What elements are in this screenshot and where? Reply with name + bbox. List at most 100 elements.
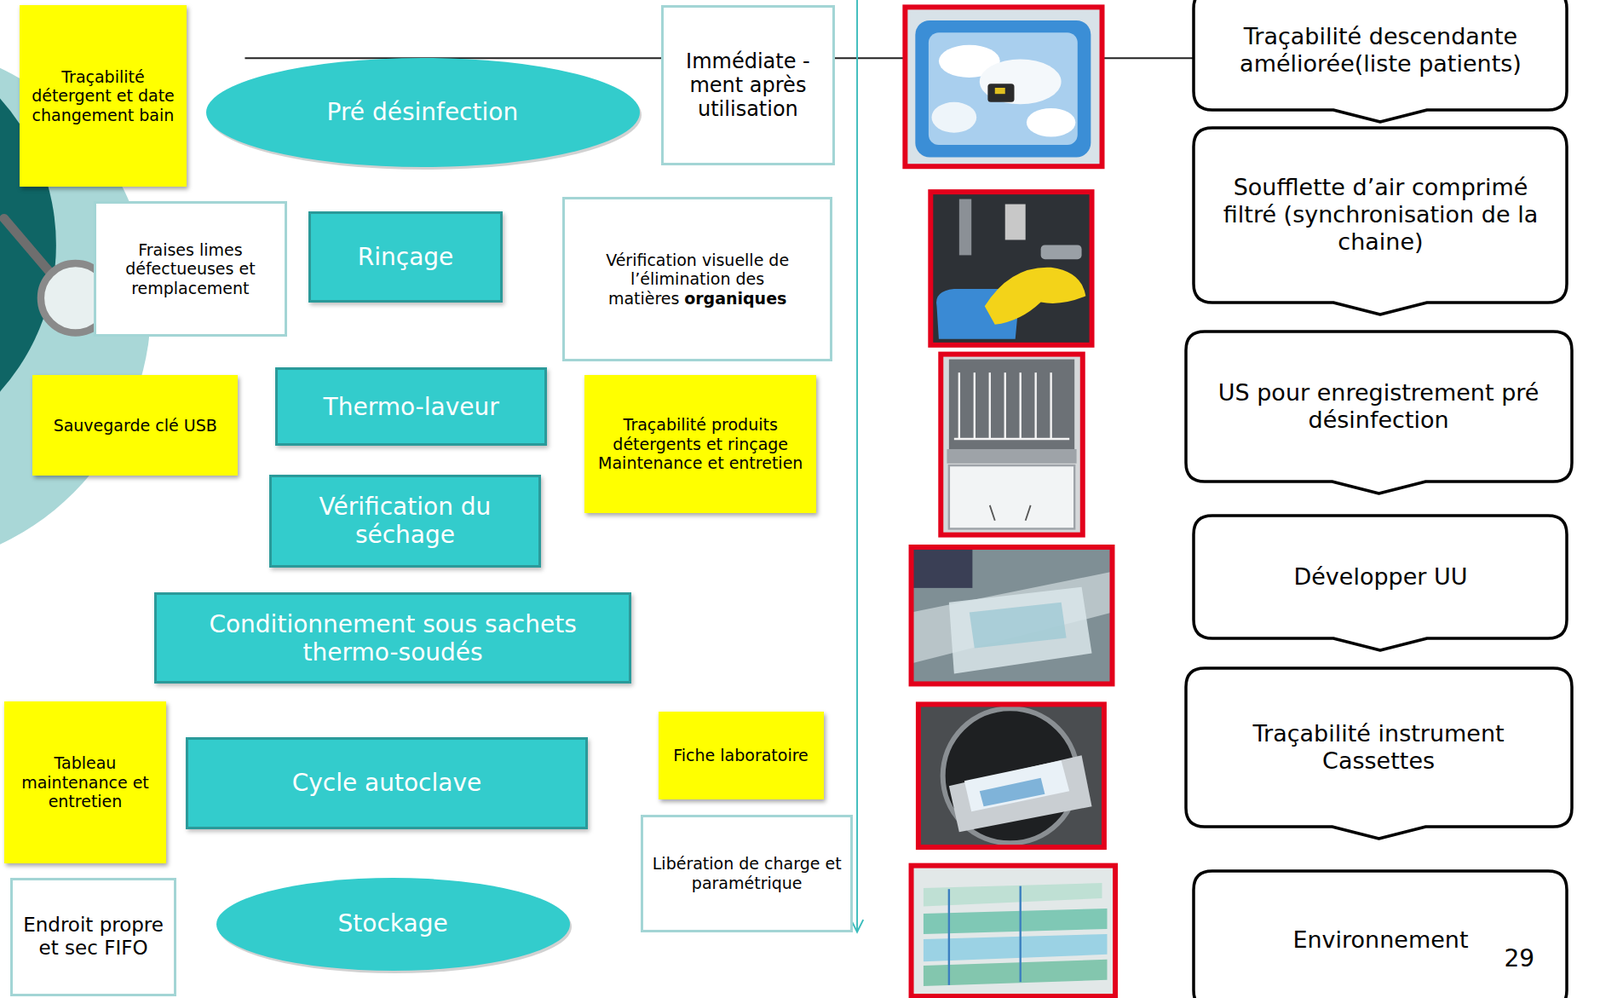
photo-autoclave bbox=[918, 703, 1105, 847]
photo-washer bbox=[1004, 372, 1007, 439]
photo-rinsing bbox=[930, 191, 1092, 346]
node-text: Tableau maintenance et entretien bbox=[12, 753, 158, 811]
node-text: Traçabilité détergent et date changement… bbox=[28, 67, 179, 125]
photo-predesinfection bbox=[928, 32, 1078, 145]
callout-box: Traçabilité instrument Cassettes bbox=[1185, 667, 1572, 827]
node-label: Stockage bbox=[338, 909, 449, 938]
info-box: Vérification visuelle de l’élimination d… bbox=[562, 196, 833, 362]
node-label: Fraises limes défectueuses et remplaceme… bbox=[125, 240, 255, 298]
callout-outline bbox=[1193, 0, 1567, 122]
node-label: Pré désinfection bbox=[327, 97, 519, 127]
info-box: Immédiate -ment après utilisation bbox=[661, 5, 835, 166]
node-sublabel: Maintenance et entretien bbox=[592, 453, 808, 472]
photo-washer bbox=[1034, 372, 1036, 439]
node-text: US pour enregistrement pré désinfection bbox=[1203, 379, 1554, 434]
node-label: Tableau maintenance et entretien bbox=[12, 753, 158, 811]
photo-rinsing bbox=[959, 199, 972, 256]
photo-storage bbox=[948, 888, 950, 985]
node-label: Immédiate -ment après utilisation bbox=[685, 49, 811, 122]
process-arrow bbox=[856, 0, 858, 931]
photo-storage bbox=[1019, 886, 1022, 983]
photo-predesinfection bbox=[932, 102, 978, 133]
node-label: Conditionnement sous sachets thermo-soud… bbox=[208, 610, 576, 667]
ellipse-fill bbox=[206, 57, 640, 167]
photo-packaging bbox=[911, 546, 1113, 684]
photo-washer bbox=[949, 465, 1075, 529]
photo-predesinfection bbox=[995, 87, 1006, 94]
node-label: Fiche laboratoire bbox=[667, 745, 816, 765]
photo-storage bbox=[911, 865, 1117, 996]
process-arrow bbox=[851, 0, 864, 933]
photo-autoclave bbox=[918, 703, 1105, 847]
photo-storage bbox=[911, 865, 1117, 996]
node-text: Stockage bbox=[251, 909, 536, 938]
photo-washer bbox=[1025, 505, 1031, 521]
photo-packaging bbox=[911, 546, 1113, 684]
photo-rinsing bbox=[1041, 244, 1083, 259]
photo-washer bbox=[973, 372, 976, 439]
callout-outline bbox=[1193, 515, 1567, 651]
photo-washer bbox=[940, 354, 1083, 536]
photo-washer bbox=[989, 372, 991, 439]
ellipse-fill bbox=[216, 877, 570, 971]
photo-predesinfection bbox=[987, 83, 1014, 103]
info-box: Endroit propre et sec FIFO bbox=[10, 877, 177, 996]
photo-autoclave bbox=[949, 754, 1093, 832]
node-text: Traçabilité descendante améliorée(liste … bbox=[1211, 23, 1549, 78]
node-label: US pour enregistrement pré désinfection bbox=[1218, 379, 1540, 433]
note-box: Fiche laboratoire bbox=[658, 711, 824, 800]
photo-washer bbox=[1019, 372, 1022, 439]
callout-box: Développer UU bbox=[1193, 515, 1567, 639]
callout-box: US pour enregistrement pré désinfection bbox=[1185, 331, 1572, 482]
magnifier-icon bbox=[4, 218, 52, 274]
note-box: Traçabilité détergent et date changement… bbox=[19, 5, 187, 187]
callout-outline bbox=[1193, 127, 1567, 315]
note-box: Tableau maintenance et entretien bbox=[4, 701, 167, 864]
callout-shape bbox=[1185, 331, 1572, 482]
photo-rinsing bbox=[930, 191, 1092, 346]
photo-storage bbox=[949, 886, 1021, 985]
photo-packaging bbox=[949, 587, 1093, 674]
photo-packaging bbox=[969, 602, 1067, 649]
photo-washer bbox=[946, 448, 1077, 464]
callout-outline bbox=[1185, 331, 1572, 494]
node-label: Environnement bbox=[1292, 926, 1468, 953]
node-text: Environnement bbox=[1211, 926, 1549, 954]
node-label: Développer UU bbox=[1293, 563, 1468, 590]
process-box: Vérification du séchage bbox=[269, 474, 542, 568]
node-text: Conditionnement sous sachets thermo-soud… bbox=[165, 610, 622, 667]
node-label: Vérification du séchage bbox=[319, 492, 492, 549]
photo-packaging bbox=[911, 546, 973, 588]
photo-predesinfection bbox=[904, 6, 1102, 167]
photo-washer bbox=[954, 437, 1070, 440]
photo-autoclave bbox=[979, 777, 1046, 807]
node-label: Traçabilité produits détergents et rinça… bbox=[592, 414, 808, 454]
node-text: Fraises limes défectueuses et remplaceme… bbox=[103, 240, 277, 298]
node-label: Thermo-laveur bbox=[323, 392, 500, 421]
photo-storage bbox=[911, 865, 1117, 996]
photo-predesinfection bbox=[1026, 108, 1076, 138]
photo-storage bbox=[923, 933, 1108, 962]
node-text: Sauvegarde clé USB bbox=[40, 415, 230, 435]
process-box: Conditionnement sous sachets thermo-soud… bbox=[154, 592, 633, 685]
photo-storage bbox=[923, 908, 1108, 934]
process-ellipse: Pré désinfection bbox=[204, 56, 642, 169]
node-label: Cycle autoclave bbox=[292, 768, 483, 797]
photo-packaging bbox=[911, 546, 1113, 684]
node-text: Cycle autoclave bbox=[196, 768, 577, 797]
callout-box: Soufflette d’air comprimé filtré (synchr… bbox=[1193, 127, 1567, 303]
photo-washer bbox=[940, 354, 1083, 536]
callout-box: Environnement bbox=[1193, 870, 1567, 998]
photo-washer bbox=[1049, 372, 1052, 439]
photo-washer bbox=[940, 354, 1083, 536]
photo-predesinfection bbox=[979, 58, 1062, 104]
node-text: Traçabilité produits détergents et rinça… bbox=[592, 414, 808, 472]
process-box: Thermo-laveur bbox=[275, 367, 547, 446]
node-label: Traçabilité instrument Cassettes bbox=[1253, 719, 1505, 774]
photo-rinsing bbox=[1005, 204, 1026, 241]
photo-washer bbox=[954, 372, 1070, 439]
node-label: Rinçage bbox=[357, 242, 455, 271]
photo-autoclave bbox=[918, 703, 1105, 847]
node-text: Fiche laboratoire bbox=[667, 745, 816, 765]
